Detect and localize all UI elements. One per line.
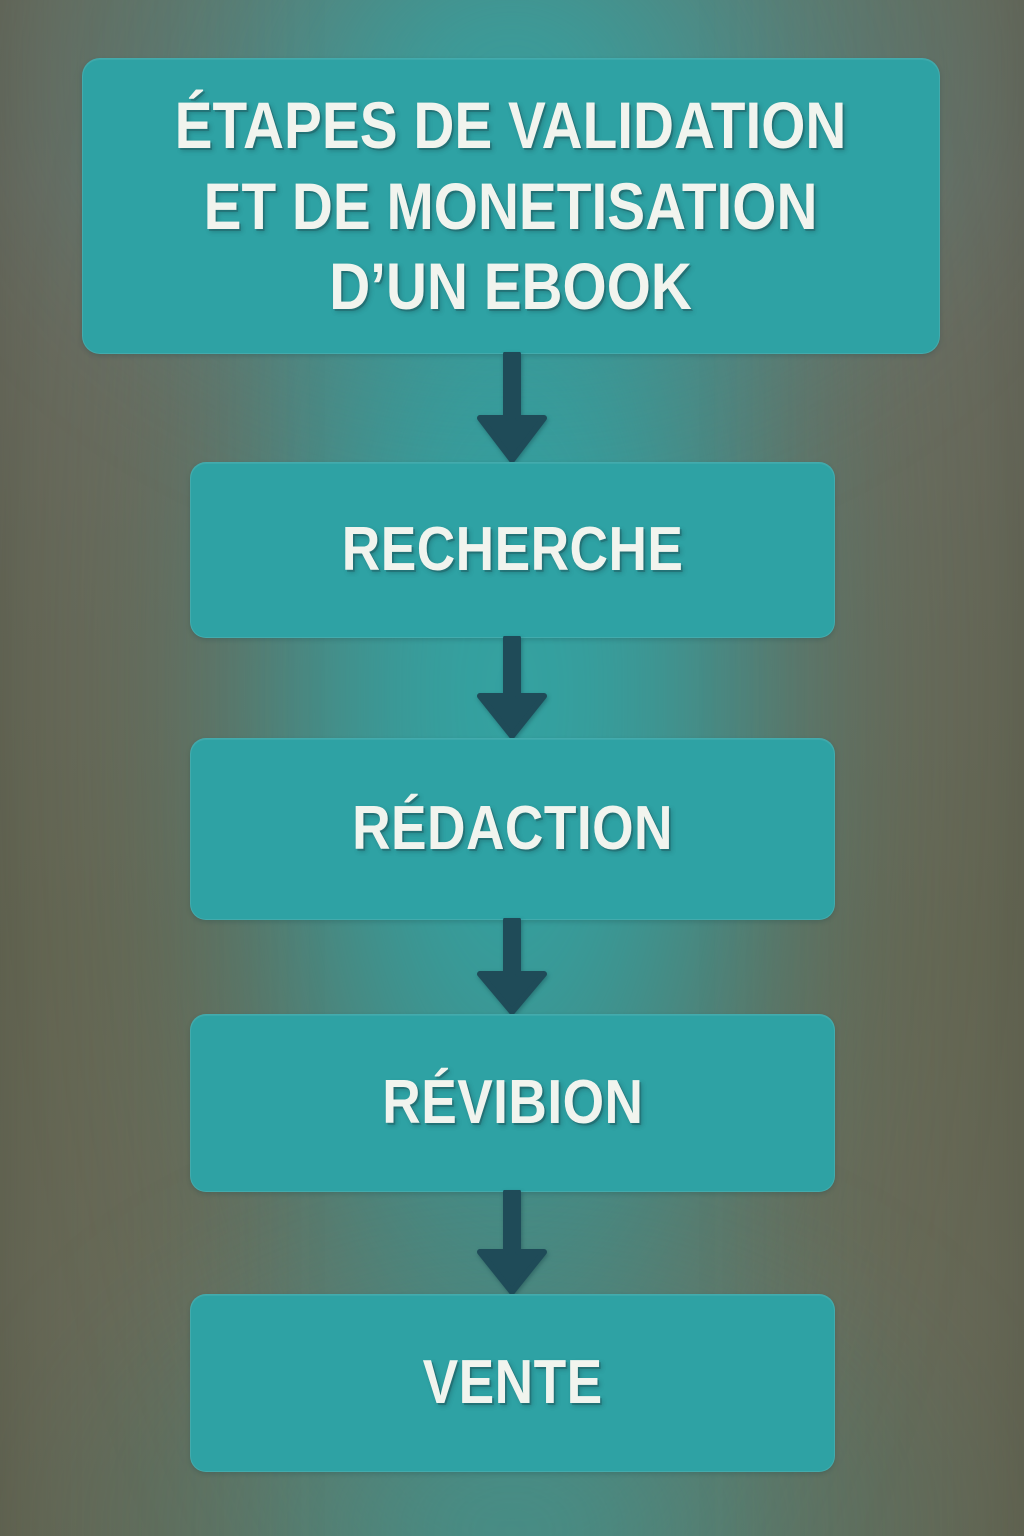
- flow-node-step-1-label: RECHERCHE: [341, 515, 684, 585]
- flow-node-step-3[interactable]: RÉVIBION: [190, 1014, 835, 1192]
- arrow-down-icon: [477, 352, 547, 463]
- arrow-down-icon: [477, 918, 547, 1015]
- arrow-down-icon: [477, 1190, 547, 1295]
- flow-node-title-label: ÉTAPES DE VALIDATION ET DE MONETISATION …: [175, 88, 847, 324]
- flow-node-step-2[interactable]: RÉDACTION: [190, 738, 835, 920]
- flow-node-step-3-label: RÉVIBION: [381, 1068, 644, 1138]
- flow-node-step-4-label: VENTE: [422, 1348, 603, 1418]
- flow-node-step-4[interactable]: VENTE: [190, 1294, 835, 1472]
- arrow-down-icon: [477, 636, 547, 739]
- flow-node-step-1[interactable]: RECHERCHE: [190, 462, 835, 638]
- flow-node-step-2-label: RÉDACTION: [352, 794, 673, 864]
- flow-node-title[interactable]: ÉTAPES DE VALIDATION ET DE MONETISATION …: [82, 58, 940, 354]
